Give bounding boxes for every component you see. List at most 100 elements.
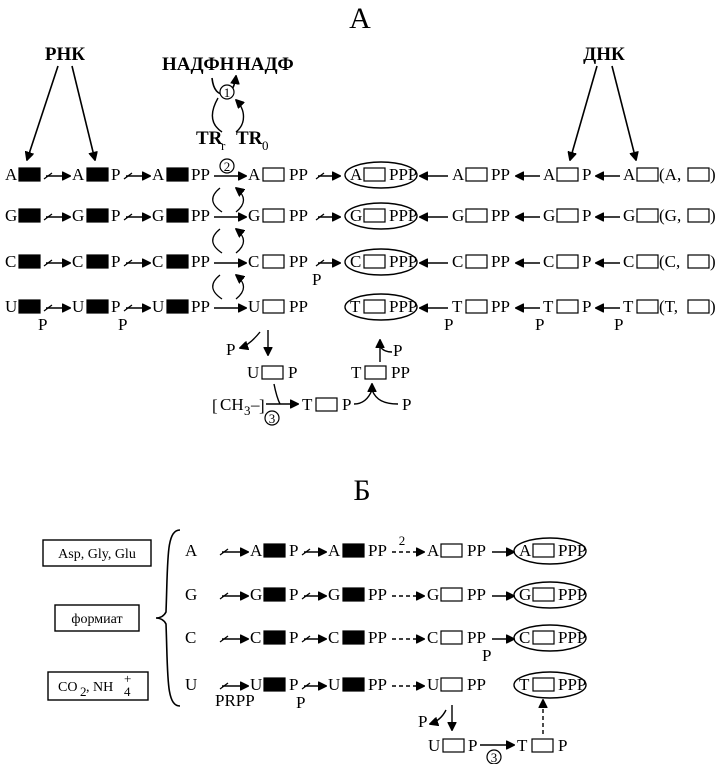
a-row-u-ndp1-base: U <box>72 297 84 316</box>
dna-label: ДНК <box>583 44 625 65</box>
a-row-c-ndp1-ribose <box>86 254 109 269</box>
a-row-u-ndp1-ribose <box>86 299 109 314</box>
a-row-g-r-dnmp-deoxyribose <box>556 208 579 223</box>
source-nh4-sub: 4 <box>124 684 131 699</box>
a-row-c-ndp1-base: C <box>72 252 83 271</box>
a-row-g-ndp1-p: P <box>111 206 120 225</box>
a-row-g-dndp-pp: PP <box>289 206 308 225</box>
a-row-g-dntp-deoxyribose <box>363 208 386 223</box>
b-row-c-dntp-deoxyribose <box>532 630 555 645</box>
a-row-g-r-dns-close: ) <box>710 206 716 225</box>
a-row-a-ndp-pp: PP <box>191 165 210 184</box>
a-row-c-r-dndp-pp: PP <box>491 252 510 271</box>
a-row-c-r-dnmp-p: P <box>582 252 591 271</box>
tr-oxidized-sub: 0 <box>262 138 269 153</box>
b-dtmp-p: P <box>558 736 567 755</box>
nadph-label: НАДФН <box>162 54 235 75</box>
a-row-a-tr-curve-left <box>212 187 223 213</box>
a-row-u-ndp1-p: P <box>111 297 120 316</box>
a-row-a-r-dndp-deoxyribose <box>465 167 488 182</box>
a-row-g-dntp-ellipse <box>344 202 418 230</box>
a-row-u-dntp-deoxyribose <box>363 299 386 314</box>
a-row-u-under-p-1: P <box>38 315 47 334</box>
source-box-co2-nh4 <box>47 671 149 701</box>
tr-reduced-label: TR <box>196 128 223 149</box>
a-dump-p: P <box>288 363 297 382</box>
a-row-g-dntp-ppp: PPP <box>389 206 417 225</box>
b-row-c-dntp-ppp: PPP <box>558 628 586 647</box>
a-row-a-ndp-base: A <box>152 165 165 184</box>
a-row-g-ndp1-ribose <box>86 208 109 223</box>
a-dudp-to-dump-p-release <box>240 331 261 348</box>
a-row-a-dndp-base: A <box>248 165 261 184</box>
dna-to-dnucleoside-arrow <box>611 65 636 160</box>
a-row-u-ndp-base: U <box>152 297 164 316</box>
a-row-a-ndp1-p: P <box>111 165 120 184</box>
a-row-c-r-dns-deoxyribose <box>636 254 659 269</box>
b-step-2-label: 2 <box>399 533 406 548</box>
a-row-g-ndp-pp: PP <box>191 206 210 225</box>
a-row-u-dntp-base: T <box>350 297 361 316</box>
a-row-c-r-dns-tail: (C, <box>659 252 680 271</box>
a-row-a-dndp-deoxyribose <box>262 167 285 182</box>
b-row-a-dndp-deoxyribose <box>440 543 463 558</box>
dna-to-dmp-arrow <box>570 65 598 160</box>
a-row-u-r-dns-base: T <box>623 297 634 316</box>
a-row-a-r-dndp-base: A <box>452 165 465 184</box>
panel-b-title: Б <box>353 474 370 507</box>
a-dtdp-phosphate-in: P <box>402 395 411 414</box>
a-row-u-dndp-base: U <box>248 297 260 316</box>
a-row-g-r-dnmp-p: P <box>582 206 591 225</box>
source-co-label: CO <box>58 680 77 695</box>
b-row-c-ndp-pp: PP <box>368 628 387 647</box>
b-row-a-dndp-base: A <box>427 541 440 560</box>
a-row-u-r-dndp-pp: PP <box>491 297 510 316</box>
a-row-g-dndp-base: G <box>248 206 260 225</box>
a-row-a-dntp-ppp: PPP <box>389 165 417 184</box>
a-row-c-ndp-pp: PP <box>191 252 210 271</box>
b-row-a-nmp-ribose <box>263 543 286 558</box>
source-box-amino-acids <box>42 539 152 567</box>
a-row-c-r-dnmp-base: C <box>543 252 554 271</box>
a-row-g-r-dns-deoxyribose-2 <box>687 208 710 223</box>
methyl-bracket-right: ] <box>259 396 265 415</box>
a-dtmp-p: P <box>342 395 351 414</box>
step-2-circle <box>219 158 235 174</box>
source-box-formate <box>54 604 140 632</box>
b-row-a-ndp-pp: PP <box>368 541 387 560</box>
a-row-c-dntp-ellipse <box>344 248 418 276</box>
rna-to-adp-arrow <box>71 65 95 160</box>
a-row-a-dntp-deoxyribose <box>363 167 386 182</box>
a-row-c-r-dndp-deoxyribose <box>465 254 488 269</box>
a-row-a-dntp-base: A <box>350 165 363 184</box>
b-row-a-dntp-ppp: PPP <box>558 541 586 560</box>
b-row-g-nmp-p: P <box>289 585 298 604</box>
panel-a-title: А <box>349 2 371 35</box>
a-row-g-ndp1-base: G <box>72 206 84 225</box>
a-row-a-dndp-pp: PP <box>289 165 308 184</box>
a-row-a-ndp-ribose <box>166 167 189 182</box>
a-row-u-ndp-pp: PP <box>191 297 210 316</box>
b-row-u-prpp: PRPP <box>215 691 255 710</box>
source-co2-sub: 2 <box>80 684 87 699</box>
a-row-c-ndp-base: C <box>152 252 163 271</box>
b-dtmp-base: T <box>517 736 528 755</box>
b-row-u-precursor: U <box>185 675 197 694</box>
methyl-dash-label: – <box>250 395 260 414</box>
b-dump-p: P <box>468 736 477 755</box>
b-row-a-ndp-ribose <box>342 543 365 558</box>
a-dtdp-pp: PP <box>391 363 410 382</box>
b-row-u-dndp-pp: PP <box>467 675 486 694</box>
b-row-g-nmp-base: G <box>250 585 262 604</box>
a-row-u-r-dns-tail: (T, <box>659 297 678 316</box>
a-row-u-r-dnmp-base: T <box>543 297 554 316</box>
a-row-g-r-dns-base: G <box>623 206 635 225</box>
a-row-c-tr-curve-left <box>212 274 223 300</box>
b-row-u-dndp-deoxyribose <box>440 677 463 692</box>
step-2-label: 2 <box>224 159 231 174</box>
nadp-label: НАДФ <box>236 54 294 75</box>
b-step-2-circle <box>395 533 409 547</box>
a-row-u-r-dns-deoxyribose <box>636 299 659 314</box>
b-row-g-dndp-base: G <box>427 585 439 604</box>
b-step-3-label: 3 <box>491 750 498 764</box>
